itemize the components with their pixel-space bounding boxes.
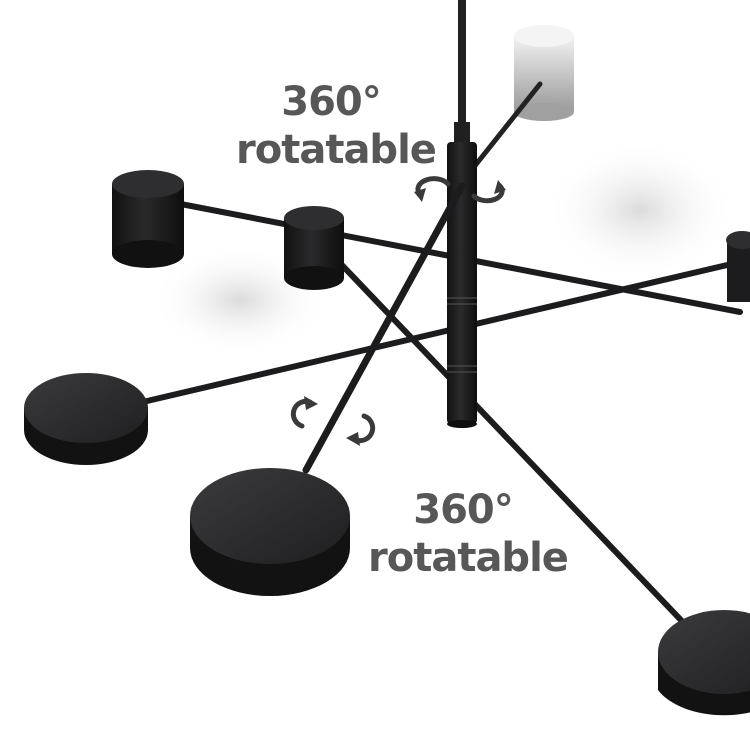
front-disc-shade — [190, 468, 350, 596]
right-cylinder-shade — [726, 231, 750, 302]
rotate-arrow-icon — [290, 396, 318, 429]
caption-degrees: 360° — [413, 487, 514, 533]
ceiling-rod — [458, 0, 466, 135]
bottom-right-disc-shade — [658, 610, 750, 716]
left-cylinder-shade — [112, 170, 184, 268]
soft-shadow — [545, 140, 735, 280]
arm-disc-left-to-right — [127, 259, 743, 408]
ghost-cylinder — [514, 25, 574, 121]
rotate-arrow-icon — [346, 413, 376, 446]
arm-cylinder-to-bottom-right — [315, 237, 703, 643]
caption-text: rotatable — [236, 127, 437, 173]
rotate-arrow-icon — [414, 176, 451, 202]
caption-degrees: 360° — [281, 79, 382, 125]
central-column — [447, 122, 477, 428]
rotation-caption-bottom: 360° rotatable — [368, 487, 569, 581]
middle-cylinder-shade — [284, 206, 344, 290]
rotate-arrow-icon — [471, 180, 506, 204]
caption-text: rotatable — [368, 535, 569, 581]
left-disc-shade — [24, 373, 148, 465]
arm-front-disc — [302, 182, 466, 474]
rotation-caption-top: 360° rotatable — [236, 79, 437, 173]
